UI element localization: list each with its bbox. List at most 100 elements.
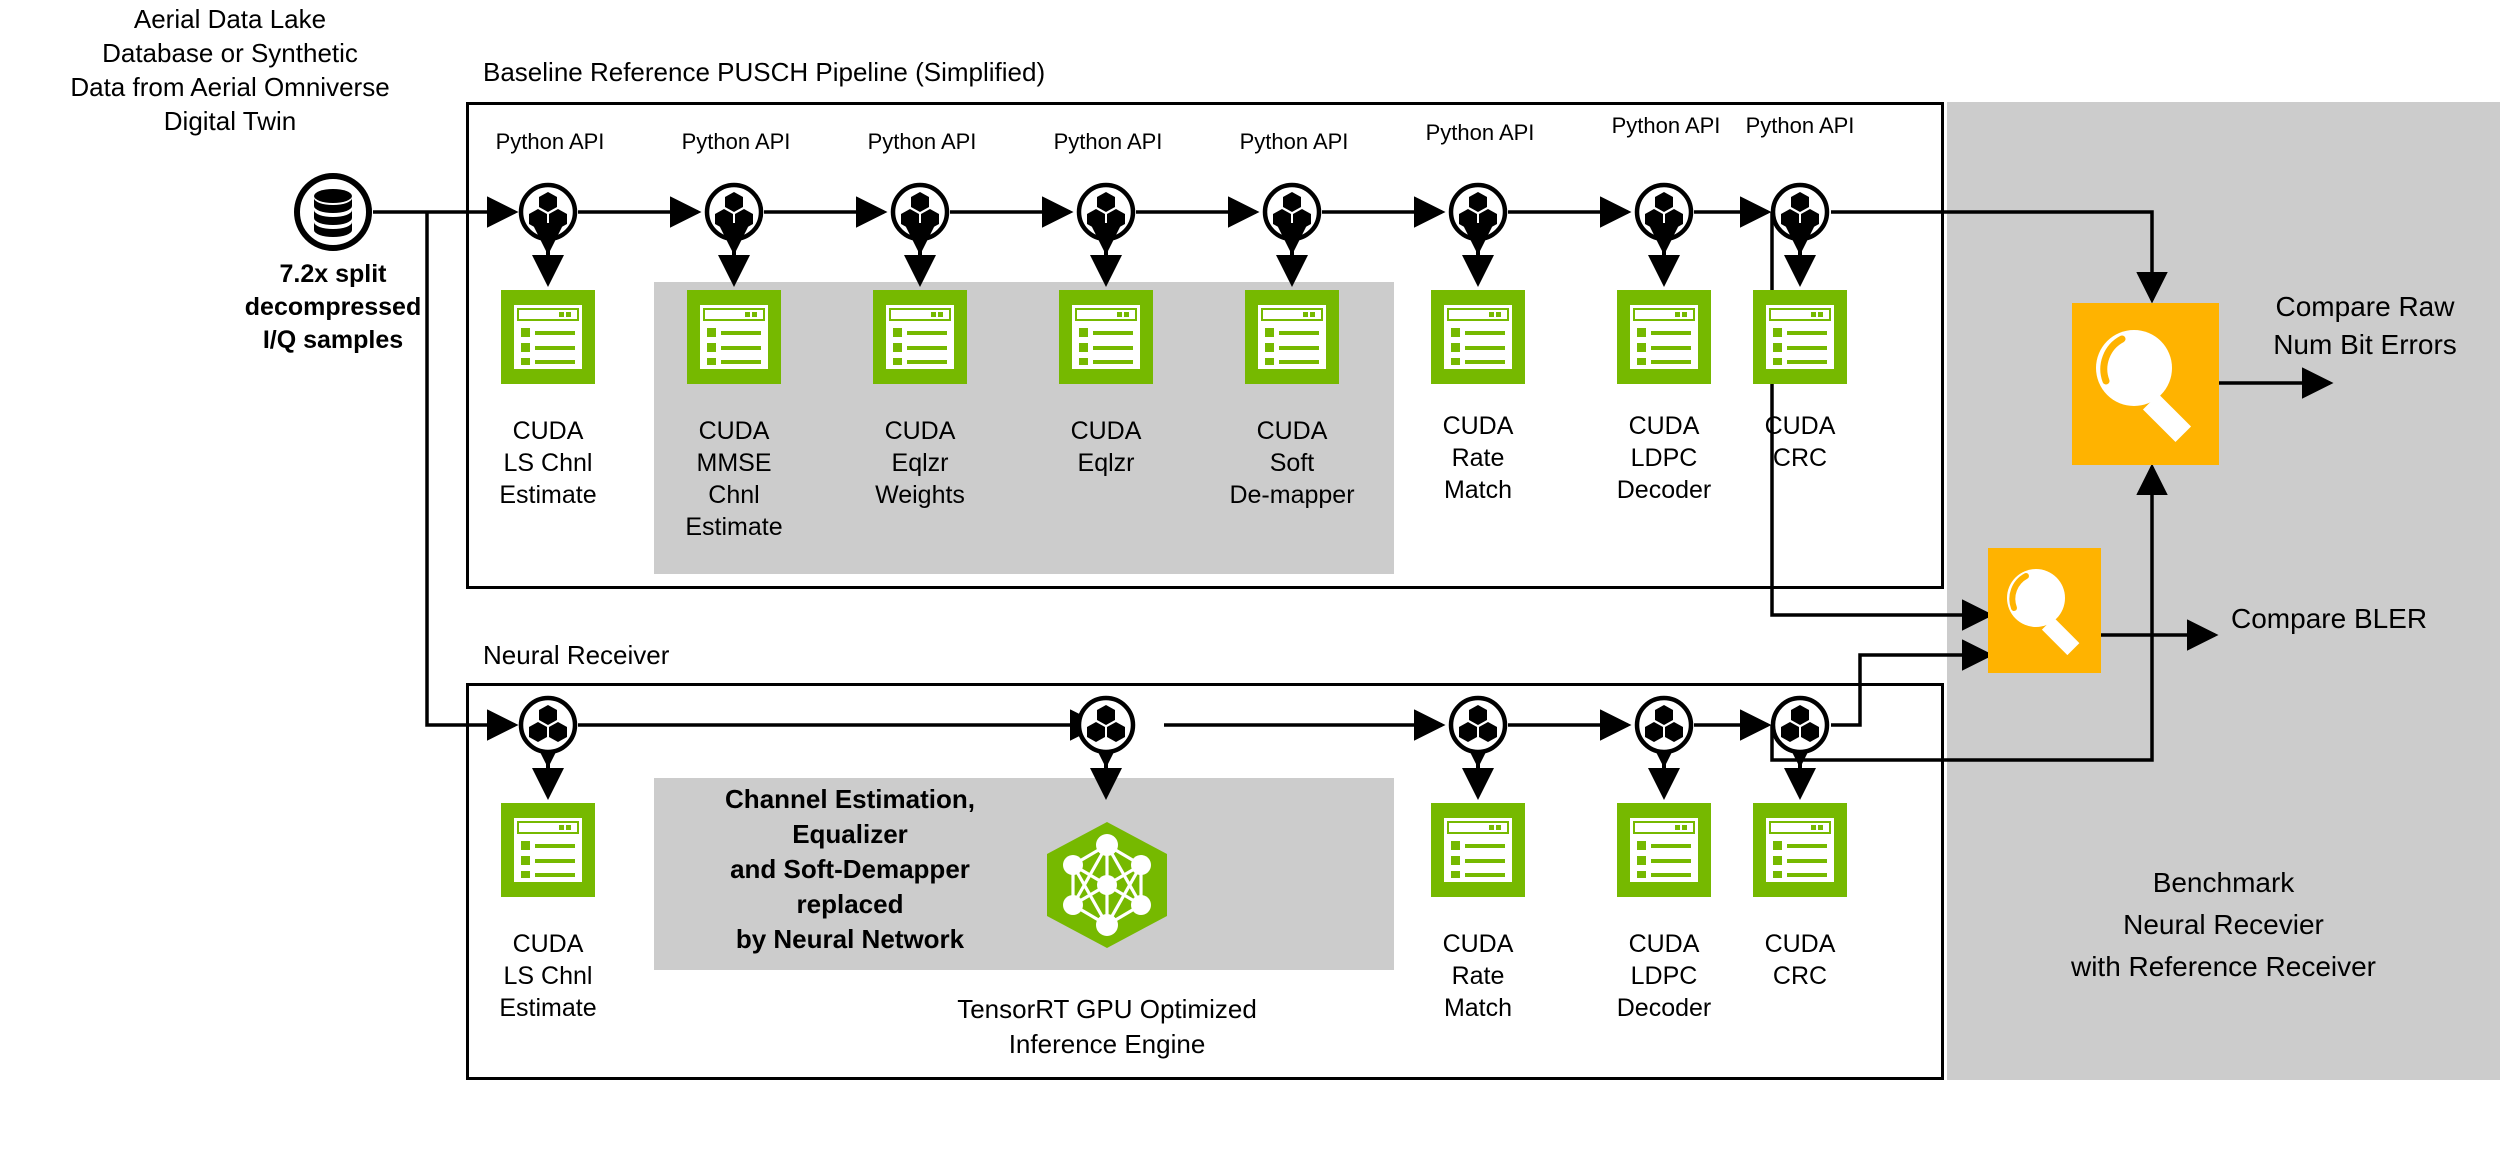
neural-api-node-2[interactable] [1075, 694, 1137, 756]
baseline-section-title: Baseline Reference PUSCH Pipeline (Simpl… [483, 57, 1046, 87]
cuda-kernel-icon-nr-1 [501, 803, 595, 897]
stage-label-nr-rate-match: CUDA Rate Match [1398, 928, 1558, 1024]
stage-label-line: Decoder [1616, 476, 1712, 504]
benchmark-caption-line: with Reference Receiver [2070, 951, 2377, 982]
cuda-kernel-icon-3 [873, 290, 967, 384]
stage-label-ldpc-decoder: CUDA LDPC Decoder [1584, 410, 1744, 506]
api-label-7: Python API [1611, 113, 1721, 138]
stage-label-soft-de-mapper: CUDA Soft De-mapper [1202, 415, 1382, 511]
neural-api-node-3[interactable] [1447, 694, 1509, 756]
database-icon [293, 172, 373, 252]
compare-bit-errors-label: Compare Raw Num Bit Errors [2230, 288, 2500, 364]
source-caption-line-2: decompressed [244, 293, 422, 321]
stage-label-line: De-mapper [1229, 481, 1355, 509]
stage-label-nr-ls-chnl-estimate: CUDA LS Chnl Estimate [468, 928, 628, 1024]
stage-label-line: LDPC [1630, 444, 1698, 472]
cuda-kernel-icon-1 [501, 290, 595, 384]
cuda-kernel-icon-nr-3 [1617, 803, 1711, 897]
cuda-kernel-icon-7 [1617, 290, 1711, 384]
compare-bler-label: Compare BLER [2231, 603, 2428, 634]
stage-label-line: LS Chnl [503, 449, 593, 477]
stage-label-ls-chnl-estimate: CUDA LS Chnl Estimate [468, 415, 628, 511]
neural-api-node-5[interactable] [1769, 694, 1831, 756]
stage-label-nr-ldpc-decoder: CUDA LDPC Decoder [1584, 928, 1744, 1024]
source-title-line-3: Data from Aerial Omniverse [70, 72, 390, 102]
stage-label-line: CRC [1772, 444, 1828, 472]
stage-label-line: CUDA [1442, 930, 1514, 958]
api-label-6: Python API [1425, 120, 1535, 145]
benchmark-caption-line: Benchmark [2152, 867, 2295, 898]
stage-label-line: CUDA [1256, 417, 1328, 445]
compare-label-line: Compare Raw [2275, 291, 2455, 322]
cuda-kernel-icon-nr-2 [1431, 803, 1525, 897]
neural-network-hexagon-icon [1043, 820, 1171, 950]
neural-note-band [654, 778, 1394, 970]
source-caption: 7.2x split decompressed I/Q samples [143, 258, 523, 357]
neural-note-line: Channel Estimation, [725, 784, 975, 814]
neural-note-line: Equalizer [792, 819, 908, 849]
stage-label-line: CUDA [698, 417, 770, 445]
stage-label-line: CUDA [1442, 412, 1514, 440]
stage-label-line: Weights [875, 481, 965, 509]
stage-label-line: LDPC [1630, 962, 1698, 990]
api-label-8: Python API [1745, 113, 1855, 138]
stage-label-line: Estimate [499, 481, 597, 509]
cuda-kernel-icon-nr-4 [1753, 803, 1847, 897]
api-label-2: Python API [681, 129, 791, 154]
stage-label-line: CUDA [512, 417, 584, 445]
tensorrt-caption: TensorRT GPU Optimized Inference Engine [917, 992, 1297, 1062]
cuda-kernel-icon-4 [1059, 290, 1153, 384]
neural-note-line: by Neural Network [735, 924, 965, 954]
stage-label-line: LS Chnl [503, 962, 593, 990]
cuda-kernel-icon-2 [687, 290, 781, 384]
stage-label-line: CUDA [1764, 930, 1836, 958]
source-caption-line-1: 7.2x split [279, 260, 387, 288]
magnifier-icon-bler[interactable] [1988, 548, 2101, 673]
stage-label-line: CUDA [1628, 412, 1700, 440]
stage-label-crc: CUDA CRC [1720, 410, 1880, 474]
stage-label-line: CUDA [884, 417, 956, 445]
stage-label-line: Estimate [499, 994, 597, 1022]
stage-label-line: CUDA [1628, 930, 1700, 958]
stage-label-line: Soft [1269, 449, 1315, 477]
tensorrt-caption-line: TensorRT GPU Optimized [957, 994, 1257, 1024]
api-label-1: Python API [495, 129, 605, 154]
neural-section-title: Neural Receiver [483, 640, 670, 670]
stage-label-eqlzr-weights: CUDA Eqlzr Weights [840, 415, 1000, 511]
stage-label-line: Decoder [1616, 994, 1712, 1022]
neural-note: Channel Estimation, Equalizer and Soft-D… [664, 782, 1036, 957]
cuda-kernel-icon-6 [1431, 290, 1525, 384]
stage-label-line: CUDA [1764, 412, 1836, 440]
source-title-line-1: Aerial Data Lake [133, 4, 327, 34]
stage-label-line: MMSE [696, 449, 772, 477]
stage-label-line: Chnl [708, 481, 760, 509]
neural-note-line: replaced [796, 889, 904, 919]
neural-api-node-4[interactable] [1633, 694, 1695, 756]
source-caption-line-3: I/Q samples [262, 326, 404, 354]
stage-label-rate-match: CUDA Rate Match [1398, 410, 1558, 506]
stage-label-line: Eqlzr [891, 449, 949, 477]
stage-label-eqlzr: CUDA Eqlzr [1026, 415, 1186, 479]
stage-label-line: CUDA [512, 930, 584, 958]
stage-label-line: Rate [1451, 444, 1505, 472]
tensorrt-caption-line: Inference Engine [1008, 1029, 1206, 1059]
stage-label-line: CRC [1772, 962, 1828, 990]
source-title-line-4: Digital Twin [163, 106, 297, 136]
source-title: Aerial Data Lake Database or Synthetic D… [20, 2, 440, 138]
cuda-kernel-icon-8 [1753, 290, 1847, 384]
compare-label-line: Num Bit Errors [2273, 329, 2457, 360]
neural-api-node-1[interactable] [517, 694, 579, 756]
stage-label-line: Rate [1451, 962, 1505, 990]
magnifier-icon-bit-errors[interactable] [2072, 303, 2219, 465]
stage-label-line: CUDA [1070, 417, 1142, 445]
neural-note-line: and Soft-Demapper [730, 854, 970, 884]
stage-label-line: Match [1443, 994, 1513, 1022]
source-title-line-2: Database or Synthetic [102, 38, 358, 68]
api-label-5: Python API [1239, 129, 1349, 154]
api-label-4: Python API [1053, 129, 1163, 154]
benchmark-caption: Benchmark Neural Recevier with Reference… [1967, 862, 2480, 988]
stage-label-line: Estimate [685, 513, 783, 541]
stage-label-mmse-chnl-estimate: CUDA MMSE Chnl Estimate [654, 415, 814, 543]
